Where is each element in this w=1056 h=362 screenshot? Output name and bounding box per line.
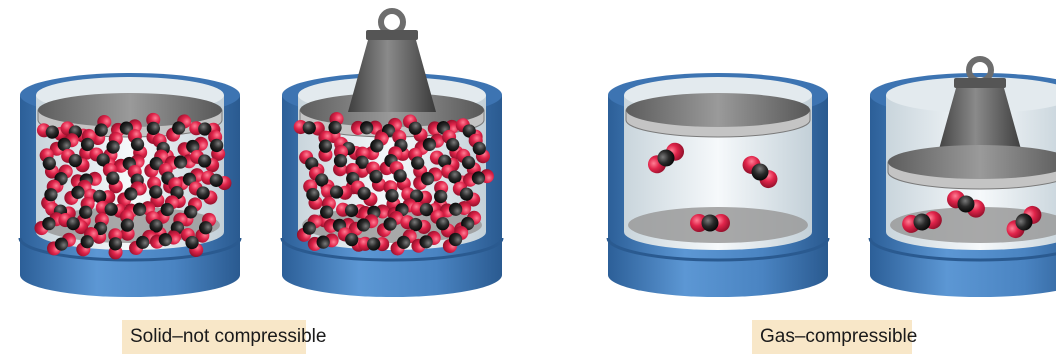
weight-ring bbox=[381, 11, 403, 33]
weight-cap bbox=[366, 30, 418, 40]
weight-cap bbox=[954, 78, 1006, 88]
caption-solid: Solid–not compressible bbox=[122, 320, 306, 354]
caption-gas: Gas–compressible bbox=[752, 320, 912, 354]
co2-molecule-icon bbox=[358, 237, 389, 252]
container-solid-weighted bbox=[282, 11, 502, 297]
container-solid-unweighted bbox=[20, 73, 240, 297]
container-gas-unweighted bbox=[608, 73, 828, 297]
co2-molecule-icon bbox=[318, 131, 332, 162]
weight-icon bbox=[348, 40, 436, 112]
container-gas-weighted bbox=[870, 59, 1056, 297]
co2-molecule-icon bbox=[690, 214, 730, 232]
piston-disc-icon bbox=[626, 93, 810, 127]
co2-molecule-icon bbox=[108, 228, 123, 259]
